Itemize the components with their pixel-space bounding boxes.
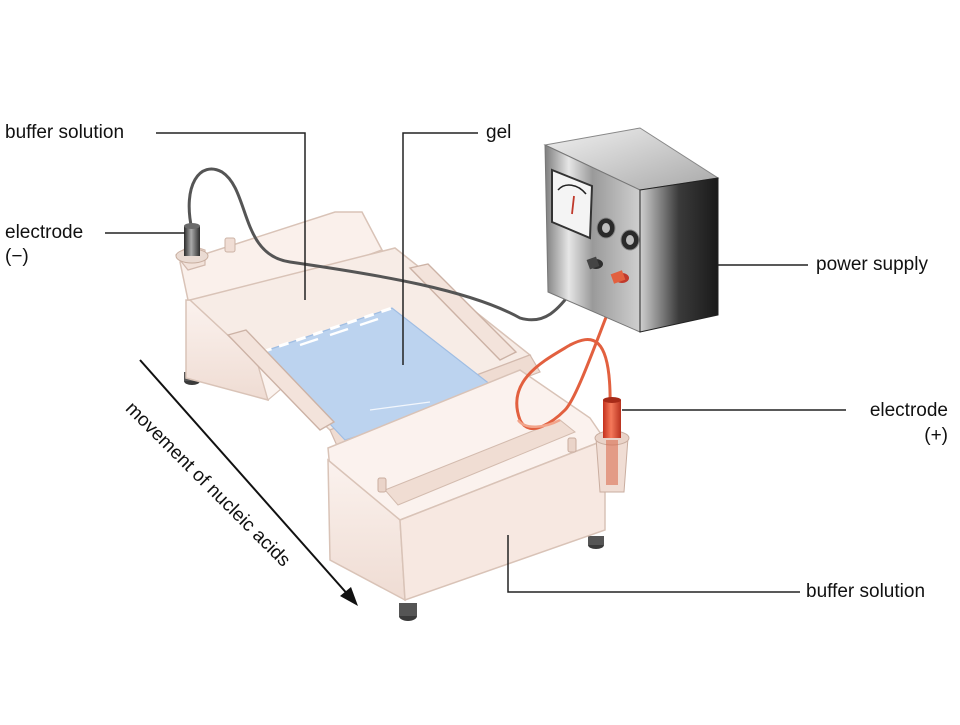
label-buffer-solution-bottom: buffer solution <box>806 581 926 602</box>
electrode-positive-icon <box>594 397 630 493</box>
electrode-negative-icon <box>175 223 209 264</box>
leader-buffer-top <box>156 132 306 300</box>
meter-icon <box>551 168 594 240</box>
leader-lines <box>105 132 846 593</box>
power-supply-knobs <box>596 217 640 251</box>
label-buffer-solution-top: buffer solution <box>5 122 125 143</box>
label-gel: gel <box>486 122 512 143</box>
label-electrode-negative: electrode <box>5 222 84 243</box>
wires <box>187 167 624 431</box>
leader-gel <box>402 132 478 365</box>
power-supply-plugs <box>586 256 629 284</box>
label-electrode-positive-sign: (+) <box>924 425 948 446</box>
buffer-tank-front <box>327 369 607 602</box>
label-power-supply: power supply <box>816 254 928 275</box>
leader-buffer-bottom <box>507 535 800 593</box>
direction-arrow-icon <box>139 359 358 606</box>
label-electrode-negative-sign: (−) <box>5 246 29 267</box>
label-electrode-positive: electrode <box>869 400 948 421</box>
power-supply-icon <box>543 127 720 333</box>
